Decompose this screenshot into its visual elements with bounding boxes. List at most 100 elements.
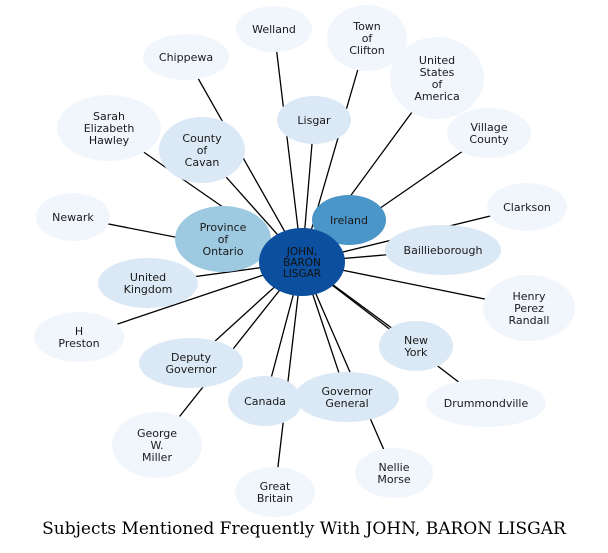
- node-george-w-miller-label: Miller: [142, 451, 172, 464]
- node-henry-perez-randall-label: Perez: [514, 302, 544, 315]
- node-chippewa-shape: [143, 34, 229, 80]
- edge-center-welland: [273, 28, 303, 263]
- node-lisgar-label: Lisgar: [297, 114, 331, 127]
- node-village-county-label: Village: [471, 121, 508, 134]
- node-h-preston-label: Preston: [58, 337, 99, 350]
- edge-center-nellie-morse: [301, 261, 395, 474]
- node-county-of-cavan-label: Cavan: [185, 156, 220, 169]
- node-nellie-morse-label: Nellie: [379, 461, 410, 474]
- node-sarah-elizabeth-hawley-label: Sarah: [93, 110, 125, 123]
- node-newark: Newark: [36, 193, 110, 241]
- node-henry-perez-randall-shape: [483, 275, 575, 341]
- node-governor-general-label: Governor: [321, 385, 373, 398]
- node-town-of-clifton-label: Clifton: [349, 44, 385, 57]
- node-welland: Welland: [236, 6, 312, 52]
- node-united-kingdom-label: Kingdom: [124, 283, 173, 296]
- node-town-of-clifton-label: Town: [352, 20, 381, 33]
- node-sarah-elizabeth-hawley-label: Hawley: [89, 134, 130, 147]
- node-new-york-shape: [379, 321, 453, 371]
- node-clarkson-shape: [487, 183, 567, 231]
- node-center-label: BARON: [283, 257, 321, 269]
- node-ireland-label: Ireland: [330, 214, 368, 227]
- node-henry-perez-randall-label: Henry: [512, 290, 546, 303]
- node-deputy-governor-label: Deputy: [171, 351, 212, 364]
- node-county-of-cavan-label: County: [182, 132, 222, 145]
- node-great-britain-label: Great: [260, 480, 291, 493]
- node-sarah-elizabeth-hawley-label: Elizabeth: [84, 122, 135, 135]
- node-baillieborough: Baillieborough: [385, 225, 501, 275]
- node-center-label: JOHN,: [286, 246, 317, 258]
- node-drummondville: Drummondville: [426, 379, 546, 427]
- node-ireland: Ireland: [312, 195, 386, 245]
- node-newark-label: Newark: [52, 211, 94, 224]
- node-governor-general-shape: [295, 372, 399, 422]
- node-united-states-of-america-label: of: [432, 78, 444, 91]
- node-center-label: LISGAR: [283, 268, 321, 280]
- node-chippewa-label: Chippewa: [159, 51, 213, 64]
- node-clarkson: Clarkson: [487, 183, 567, 231]
- node-center-shape: [259, 228, 345, 296]
- node-new-york-label: New: [404, 334, 428, 347]
- node-province-of-ontario-label: Province: [200, 221, 247, 234]
- node-george-w-miller-shape: [112, 412, 202, 478]
- node-drummondville-label: Drummondville: [444, 397, 529, 410]
- node-united-states-of-america-label: America: [414, 90, 459, 103]
- node-county-of-cavan-label: of: [197, 144, 209, 157]
- node-village-county-label: County: [469, 133, 509, 146]
- node-great-britain-shape: [235, 467, 315, 517]
- node-town-of-clifton-shape: [327, 5, 407, 71]
- node-drummondville-shape: [426, 379, 546, 427]
- node-george-w-miller-label: George: [137, 427, 177, 440]
- node-county-of-cavan-shape: [159, 117, 245, 183]
- node-province-of-ontario-label: of: [218, 233, 230, 246]
- node-chippewa: Chippewa: [143, 34, 229, 80]
- node-baillieborough-shape: [385, 225, 501, 275]
- node-welland-shape: [236, 6, 312, 52]
- node-henry-perez-randall-label: Randall: [509, 314, 550, 327]
- node-h-preston-shape: [34, 312, 124, 362]
- node-united-kingdom-shape: [98, 258, 198, 308]
- node-h-preston-label: H: [75, 325, 83, 338]
- edge-center-great-britain: [274, 261, 303, 493]
- node-great-britain-label: Britain: [257, 492, 293, 505]
- node-united-states-of-america-shape: [390, 37, 484, 119]
- node-canada-label: Canada: [244, 395, 286, 408]
- node-new-york-label: York: [404, 346, 429, 359]
- node-town-of-clifton-label: of: [362, 32, 374, 45]
- node-canada-shape: [228, 376, 302, 426]
- node-deputy-governor-label: Governor: [165, 363, 217, 376]
- node-lisgar: Lisgar: [277, 96, 351, 144]
- node-welland-label: Welland: [252, 23, 296, 36]
- node-united-kingdom-label: United: [130, 271, 166, 284]
- node-village-county-shape: [447, 108, 531, 158]
- node-nellie-morse-shape: [355, 448, 433, 498]
- node-united-states-of-america-label: United: [419, 54, 455, 67]
- node-sarah-elizabeth-hawley-shape: [57, 95, 161, 161]
- node-united-states-of-america-label: States: [420, 66, 455, 79]
- node-nellie-morse-label: Morse: [377, 473, 410, 486]
- node-lisgar-shape: [277, 96, 351, 144]
- node-province-of-ontario-shape: [175, 206, 271, 272]
- node-newark-shape: [36, 193, 110, 241]
- node-canada: Canada: [228, 376, 302, 426]
- edge-center-chippewa: [185, 56, 303, 263]
- node-deputy-governor-shape: [139, 338, 243, 388]
